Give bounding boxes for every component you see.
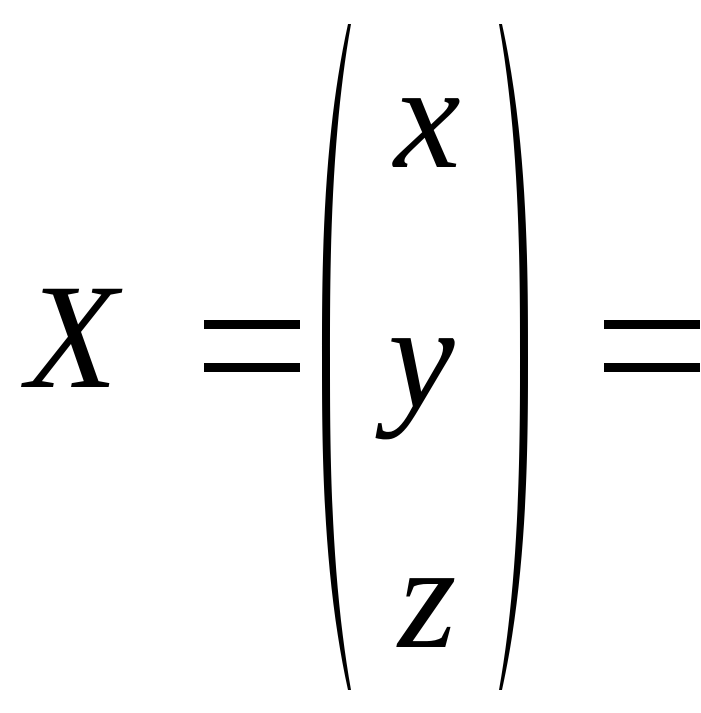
vector-entry-z: z: [398, 514, 457, 680]
left-parenthesis: [322, 24, 351, 690]
right-parenthesis: [499, 24, 528, 690]
equals-sign-2: [604, 320, 700, 372]
equals-bar-top: [204, 320, 300, 329]
vector-entry-x: x: [394, 34, 461, 200]
equals-sign-1: [204, 320, 300, 372]
equals-bar-bottom: [604, 363, 700, 372]
equals-bar-bottom: [204, 363, 300, 372]
equals-bar-top: [604, 320, 700, 329]
vector-symbol-X: X: [26, 254, 118, 420]
vector-entry-y: y: [388, 274, 455, 440]
